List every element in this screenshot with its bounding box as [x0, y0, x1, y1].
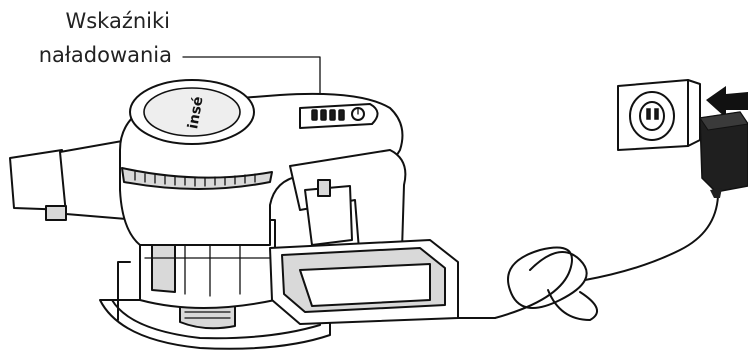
inlet-nozzle	[10, 140, 138, 220]
charging-cable	[458, 196, 718, 320]
wall-socket	[618, 80, 700, 150]
battery-pack	[270, 240, 458, 324]
power-adapter	[700, 112, 748, 198]
power-button-icon	[352, 108, 364, 120]
